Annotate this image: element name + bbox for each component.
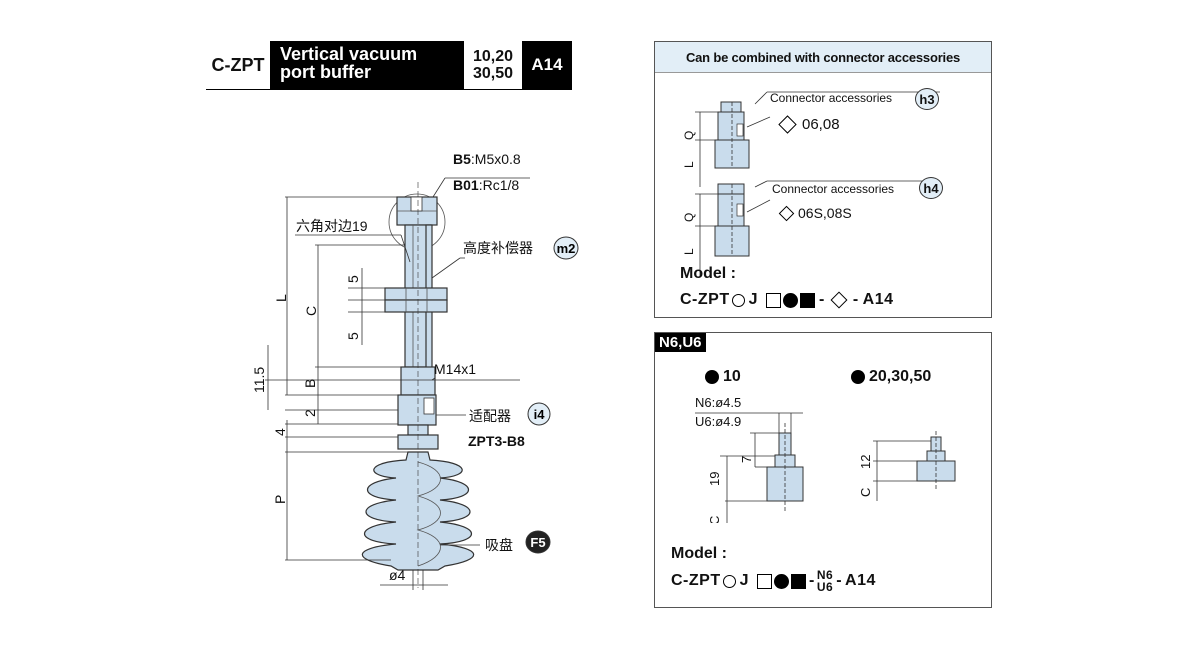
category-badge: A14 xyxy=(522,41,572,89)
product-name-line1: Vertical vacuum xyxy=(280,44,418,64)
size-20-50-heading: 20,30,50 xyxy=(851,368,931,386)
option-black-square-icon xyxy=(791,573,807,589)
connector-acc2-sizes: 06S,08S xyxy=(778,205,852,221)
thread-b01-label: B01:Rc1/8 xyxy=(453,177,519,193)
n6u6-tag: N6,U6 xyxy=(655,333,706,352)
connector-acc1-sizes: 06,08 xyxy=(778,115,840,134)
h4-badge: h4 xyxy=(919,177,943,199)
product-code: C-ZPT xyxy=(211,54,265,75)
option-circle-icon xyxy=(731,293,745,307)
connector-h3-drawing xyxy=(695,91,940,187)
option-square-icon xyxy=(766,292,782,308)
dim-4: 4 xyxy=(272,428,288,436)
n6u6-fitting-small xyxy=(695,412,804,523)
n6u6-drawings: .pf3 { fill:#c9dcec; stroke:#333; stroke… xyxy=(695,395,956,523)
product-header: C-ZPT Vertical vacuum port buffer 10,20 … xyxy=(206,41,572,90)
product-name: Vertical vacuum port buffer xyxy=(270,41,464,89)
h3-badge: h3 xyxy=(915,88,939,110)
dim-C-left: C xyxy=(707,516,722,523)
n6-diameter: N6:ø4.5 xyxy=(695,395,741,410)
n6u6-panel: N6,U6 10 20,30,50 .pf3 { fill:#c9dcec; s… xyxy=(654,332,992,608)
n6u6-model-label: Model : xyxy=(671,545,727,562)
diamond-icon xyxy=(778,115,797,134)
dim-P: P xyxy=(272,495,288,504)
m2-badge: m2 xyxy=(553,236,579,260)
dim-L-2: L xyxy=(682,248,696,255)
bullet-dot-icon xyxy=(705,370,719,384)
sizes-line1: 10,20 xyxy=(472,48,514,65)
product-sizes: 10,20 30,50 xyxy=(464,41,522,89)
option-black-square-icon xyxy=(800,292,816,308)
dim-C-right: C xyxy=(858,488,873,497)
dim-7: 7 xyxy=(739,456,754,463)
connector-acc2-label: Connector accessories xyxy=(772,182,895,196)
height-compensator-label: 高度补偿器 xyxy=(463,240,533,256)
size-dot-icon xyxy=(774,573,790,589)
connector-panel: Can be combined with connector accessori… xyxy=(654,41,992,318)
i4-badge: i4 xyxy=(527,402,551,426)
thread-b5-label: B5:M5x0.8 xyxy=(453,151,521,167)
dim-Q-1: Q xyxy=(682,131,696,140)
diamond-icon xyxy=(778,205,795,221)
dim-5-upper: 5 xyxy=(345,275,361,283)
adapter-model: ZPT3-B8 xyxy=(468,433,525,449)
dim-2: 2 xyxy=(302,409,318,417)
svg-text:F5: F5 xyxy=(530,535,545,550)
connector-drawings: .pf2 { fill:#c9dcec; stroke:#333; stroke… xyxy=(682,91,940,277)
dim-L: L xyxy=(273,294,289,302)
dim-L-1: L xyxy=(682,161,696,168)
connector-model-label: Model : xyxy=(680,265,736,282)
dim-C: C xyxy=(303,306,319,316)
dim-19: 19 xyxy=(707,472,722,486)
n6u6-model-code: C-ZPT J - N6 U6 - A14 xyxy=(671,568,876,594)
product-name-line2: port buffer xyxy=(280,62,371,82)
f5-badge: F5 xyxy=(525,530,551,554)
lock-nut-lower xyxy=(384,299,448,313)
dim-B: B xyxy=(302,379,318,388)
dia-4-label: ø4 xyxy=(389,567,406,583)
svg-text:i4: i4 xyxy=(534,407,546,422)
connector-diamond-icon xyxy=(830,291,848,309)
connector-h4-drawing xyxy=(695,180,940,277)
connector-acc1-label: Connector accessories xyxy=(770,91,893,105)
hex-flat-label: 六角对边19 xyxy=(296,218,368,234)
size-dot-icon xyxy=(783,292,799,308)
u6-diameter: U6:ø4.9 xyxy=(695,414,741,429)
dim-11-5: 11.5 xyxy=(251,367,267,393)
dim-12: 12 xyxy=(858,455,873,469)
bullet-dot-icon xyxy=(851,370,865,384)
size-10-heading: 10 xyxy=(705,368,741,386)
option-circle-icon xyxy=(722,574,736,588)
cup-label: 吸盘 xyxy=(485,537,513,553)
connector-panel-title: Can be combined with connector accessori… xyxy=(655,42,991,73)
thread-m14-label: M14x1 xyxy=(434,361,476,377)
dim-Q-2: Q xyxy=(682,213,696,222)
n6u6-fitting-large xyxy=(873,431,956,501)
option-square-icon xyxy=(757,573,773,589)
connector-model-code: C-ZPT J - - A14 xyxy=(680,291,894,309)
n6u6-stack: N6 U6 xyxy=(816,568,834,594)
dim-5-lower: 5 xyxy=(345,332,361,340)
svg-text:m2: m2 xyxy=(557,241,576,256)
adapter-label: 适配器 xyxy=(469,408,511,424)
lock-nut-upper xyxy=(384,287,448,301)
main-drawing: .pf { fill:#c9dcec; stroke:#333; stroke-… xyxy=(251,151,579,590)
sizes-line2: 30,50 xyxy=(472,65,514,82)
